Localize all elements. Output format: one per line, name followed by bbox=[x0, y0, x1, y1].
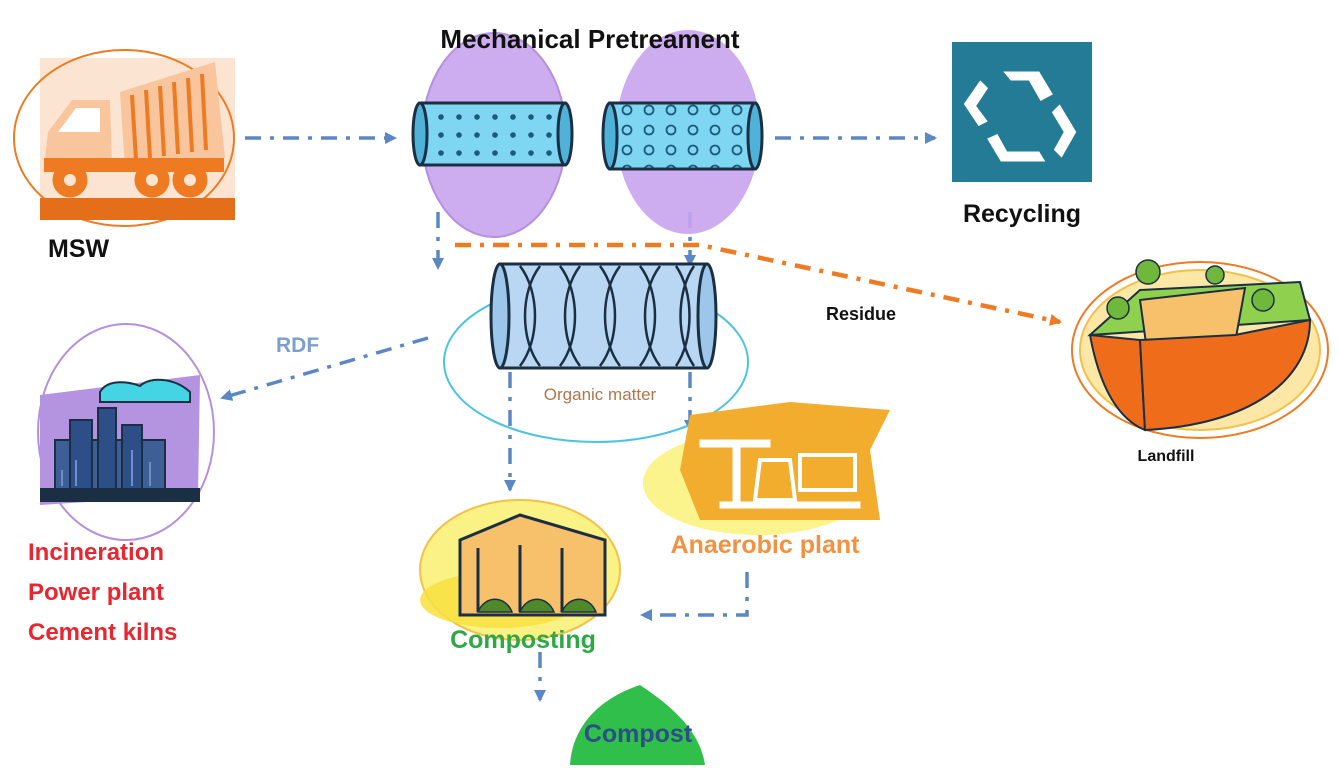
ground-bar bbox=[40, 198, 235, 220]
drum-screen-icon bbox=[601, 101, 764, 171]
labels: Mechanical Pretreament MSW Recycling RDF… bbox=[28, 24, 1194, 748]
landfill-node bbox=[1071, 259, 1329, 439]
screen-1 bbox=[411, 32, 574, 238]
anaerobic-plant-node bbox=[643, 402, 890, 535]
organic-matter-node bbox=[443, 262, 749, 443]
organic-matter-label: Organic matter bbox=[544, 385, 657, 404]
greenhouse-icon bbox=[458, 513, 607, 617]
screen-2 bbox=[601, 30, 764, 234]
residue-label: Residue bbox=[826, 304, 896, 324]
arrow-rdf bbox=[220, 336, 429, 401]
composting-label: Composting bbox=[450, 626, 596, 654]
dump-truck-icon bbox=[44, 62, 225, 198]
recycling-label: Recycling bbox=[963, 200, 1081, 228]
drum-screen-icon bbox=[411, 101, 574, 167]
flow-arrows bbox=[220, 132, 1062, 702]
rdf-label: RDF bbox=[276, 334, 319, 357]
power-plant-label: Power plant bbox=[28, 579, 164, 606]
msw-label: MSW bbox=[48, 235, 110, 263]
arrow-residue bbox=[455, 242, 1062, 326]
compost-label: Compost bbox=[584, 720, 693, 748]
msw-truck bbox=[13, 49, 235, 227]
factory-icon bbox=[40, 378, 200, 502]
incineration-label: Incineration bbox=[28, 539, 164, 566]
tree-icon bbox=[1106, 259, 1275, 320]
recycling-node bbox=[952, 42, 1092, 182]
incineration-node bbox=[37, 323, 215, 541]
compost-node bbox=[570, 685, 705, 765]
oil-pump-icon bbox=[699, 439, 861, 509]
cement-kilns-label: Cement kilns bbox=[28, 619, 177, 646]
landfill-cross-section-icon bbox=[1087, 259, 1312, 432]
landfill-label: Landfill bbox=[1138, 448, 1195, 465]
anaerobic-plant-label: Anaerobic plant bbox=[671, 531, 861, 559]
arrow-anaerobic-to-composting bbox=[640, 572, 749, 621]
drum-mixing-blades bbox=[519, 265, 696, 367]
compost-heap-icon bbox=[476, 598, 598, 613]
recycling-symbol-icon bbox=[960, 68, 1080, 165]
composting-node bbox=[419, 499, 621, 641]
title: Mechanical Pretreament bbox=[440, 24, 739, 54]
